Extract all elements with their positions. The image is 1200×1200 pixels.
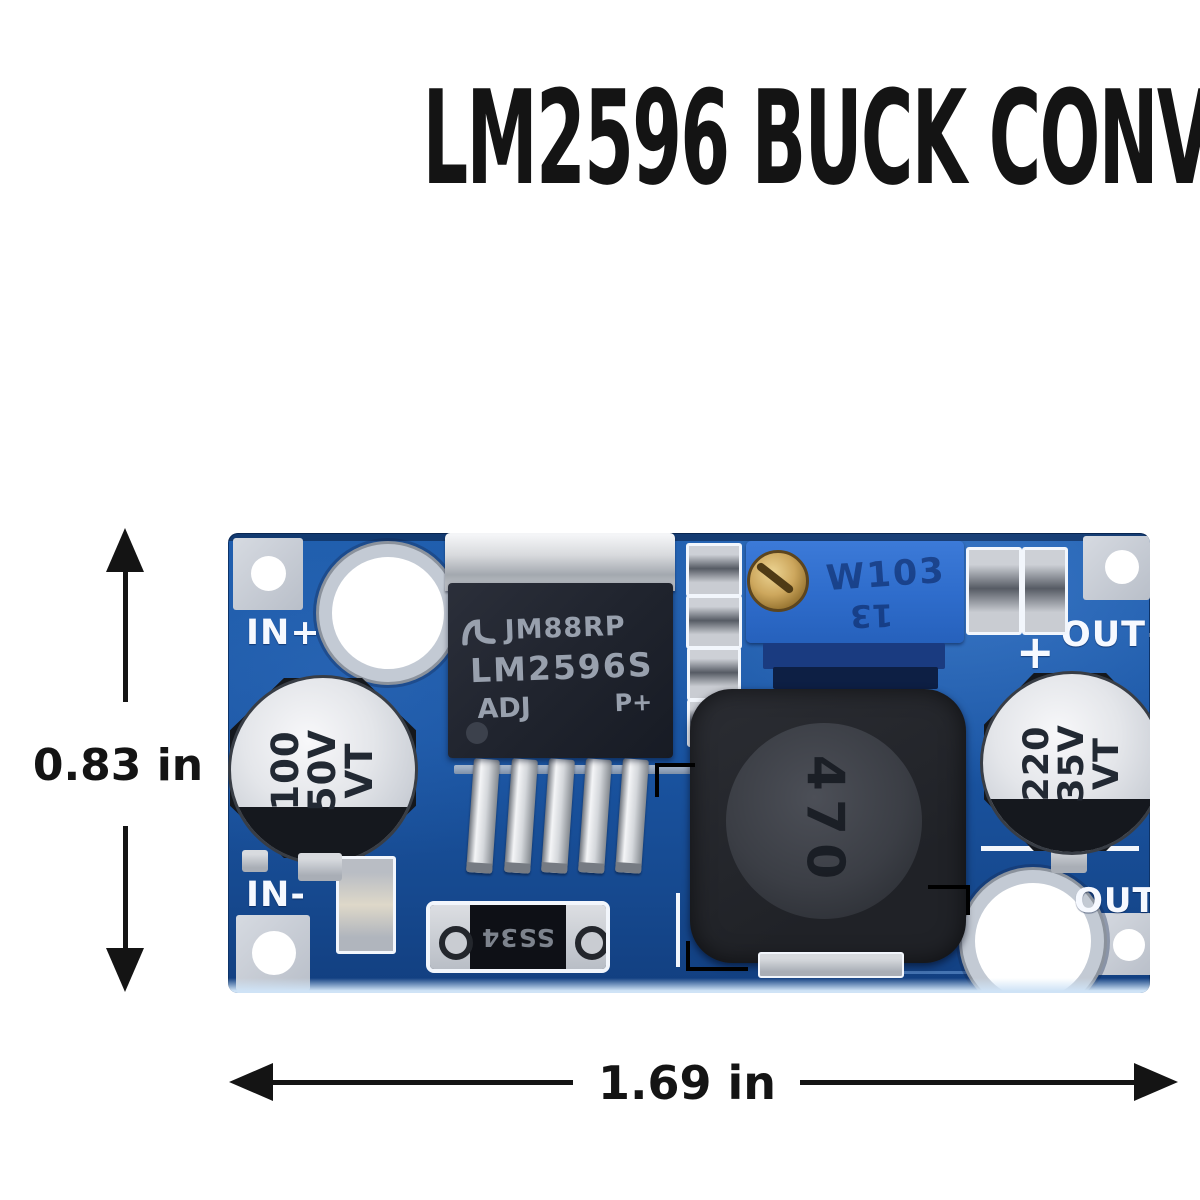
ic-marking-line2: LM2596S (469, 644, 655, 691)
width-dimension-line (271, 1080, 573, 1085)
ic-pin (504, 758, 538, 874)
silkscreen-bracket (928, 885, 970, 915)
label-in-minus: IN- (246, 875, 306, 915)
right-arrow-icon (1134, 1063, 1178, 1101)
output-capacitor-marking: 220 35V VT (1016, 723, 1127, 803)
inductor-core: 470 (726, 723, 922, 919)
ic-pin (466, 758, 500, 874)
national-semiconductor-logo-icon (462, 618, 496, 646)
silkscreen-bracket (686, 941, 748, 971)
pad-hole (251, 556, 286, 591)
board-edge-shadow (228, 533, 1150, 541)
left-arrow-icon (229, 1063, 273, 1101)
trim-potentiometer: W103 13 (746, 541, 964, 643)
page-title: LM2596 BUCK CONVERTER (422, 62, 1200, 214)
down-arrow-icon (106, 948, 144, 992)
smd-component (686, 595, 742, 649)
smd-component (242, 850, 268, 872)
ic-pin1-dot (466, 722, 488, 744)
potentiometer-body (763, 643, 945, 669)
pcb-board: IN+ IN- OUT+ + OUT- 100 50V VT (228, 533, 1150, 993)
ic-heatsink-tab (445, 533, 675, 591)
ic-marking-line3-suffix: P+ (614, 687, 653, 718)
ic-pin (578, 758, 612, 874)
regulator-ic: JM88RP LM2596S ADJ P+ (448, 583, 673, 758)
potentiometer-secondary-marking: 13 (849, 596, 894, 634)
smd-component (1022, 547, 1068, 635)
pad-hole (252, 931, 296, 975)
smd-component (686, 543, 742, 597)
capacitor-polarity-stripe (983, 798, 1150, 852)
ic-marking-line1: JM88RP (504, 610, 627, 647)
ic-pin (615, 758, 649, 874)
title-row: LM2596 BUCK CONVERTER (0, 62, 1200, 214)
height-dimension-label: 0.83 in (32, 740, 204, 791)
potentiometer-marking: W103 (824, 550, 947, 600)
label-in-plus: IN+ (246, 613, 321, 653)
label-out-plus: OUT+ (1061, 615, 1150, 655)
inductor: 470 (690, 689, 966, 963)
silkscreen-bracket (655, 763, 695, 797)
diode-pad (566, 905, 606, 969)
screw-slot (755, 561, 795, 595)
smd-component (298, 853, 342, 881)
height-dimension-line (123, 826, 128, 950)
label-out-minus: OUT- (1074, 881, 1150, 921)
pot-adjust-screw (747, 550, 809, 612)
potentiometer-shadow (773, 667, 938, 689)
pad-hole (1113, 929, 1145, 961)
width-dimension-label: 1.69 in (597, 1056, 777, 1110)
input-capacitor: 100 50V VT (228, 675, 418, 865)
smd-resistor (336, 856, 396, 954)
height-dimension-line (123, 570, 128, 702)
silkscreen-line (676, 893, 680, 967)
ic-lead-bar (454, 765, 706, 774)
ic-pin (541, 758, 575, 874)
diode-body: SS34 (470, 905, 566, 969)
output-capacitor: 220 35V VT (980, 671, 1150, 855)
solder-pad (758, 952, 904, 978)
diode-marking: SS34 (481, 922, 555, 952)
inductor-marking: 470 (793, 754, 854, 888)
input-capacitor-marking: 100 50V VT (264, 728, 382, 812)
up-arrow-icon (106, 528, 144, 572)
width-dimension-line (800, 1080, 1136, 1085)
mounting-hole (319, 544, 457, 682)
pad-hole (1105, 550, 1139, 584)
ic-marking-line3: ADJ (476, 692, 532, 726)
ic-marking: JM88RP LM2596S ADJ P+ (460, 609, 667, 725)
copper-trace (891, 971, 1013, 974)
schottky-diode: SS34 (426, 901, 610, 973)
smd-component (966, 547, 1022, 635)
board-edge-highlight (228, 978, 1150, 993)
diode-pad (430, 905, 473, 969)
